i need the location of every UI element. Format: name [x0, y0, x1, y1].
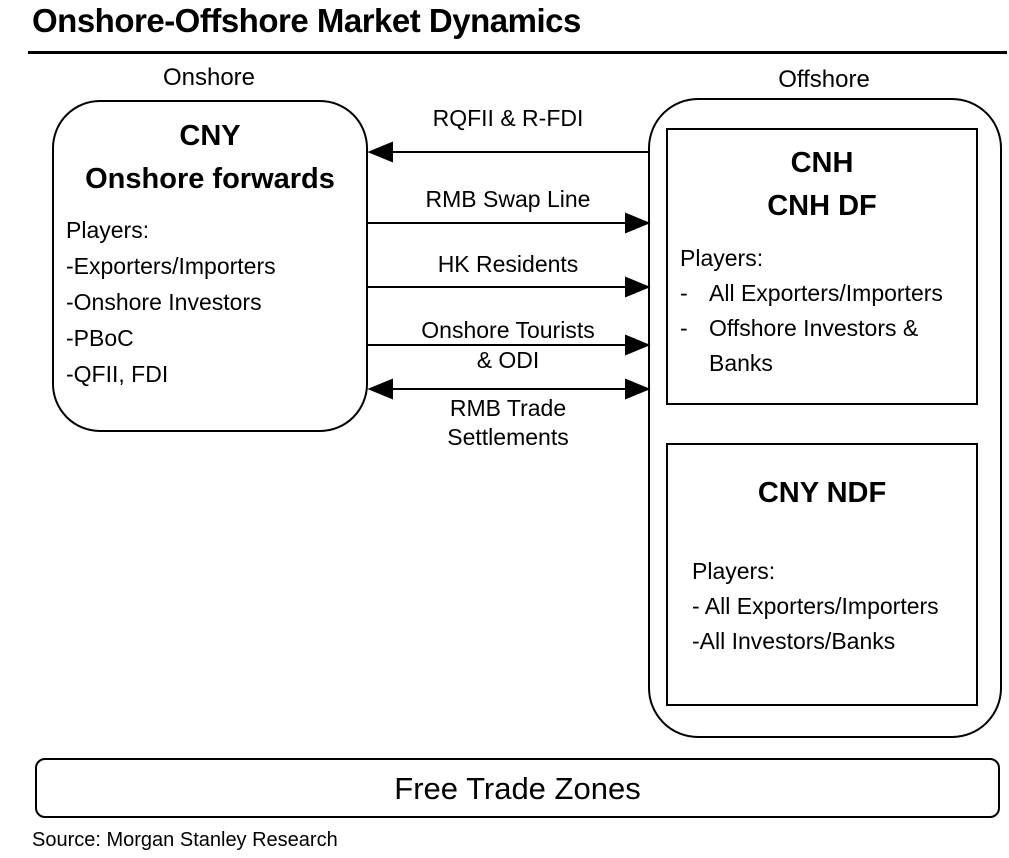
flow-label-rqfii-rfdi: RQFII & R-FDI: [432, 105, 584, 131]
offshore-region-label: Offshore: [778, 66, 870, 93]
list-item: -QFII, FDI: [66, 361, 169, 387]
source-note: Source: Morgan Stanley Research: [32, 829, 338, 851]
arrow-rqfii-rfdi: [367, 141, 648, 163]
arrow-hk-residents: [368, 276, 651, 298]
cnh-box-heading: CNH CNH DF: [668, 142, 976, 228]
flow-label-rmb-trade-settlements: RMB Trade Settlements: [363, 394, 653, 452]
cnh-players-list: Players: - All Exporters/Importers - Off…: [680, 241, 974, 381]
list-item: - All Exporters/Importers: [692, 593, 939, 619]
bullet-marker: -: [680, 315, 688, 341]
cny-heading-line1: CNY: [179, 120, 241, 152]
bullet-marker: -: [680, 280, 688, 306]
flow-label-odi: & ODI: [476, 347, 540, 373]
players-label: Players:: [66, 217, 150, 243]
ndf-players-list: Players: - All Exporters/Importers -All …: [692, 554, 974, 659]
players-label: Players:: [692, 558, 776, 584]
cny-ndf-box: CNY NDF Players: - All Exporters/Importe…: [666, 443, 978, 706]
flow-label-hk-residents: HK Residents: [437, 251, 579, 277]
list-item: -PBoC: [66, 325, 134, 351]
bullet-text: All Exporters/Importers: [709, 280, 943, 306]
list-item: - Offshore Investors & Banks: [680, 311, 974, 381]
onshore-region-label: Onshore: [162, 64, 256, 91]
bullet-text: Offshore Investors & Banks: [709, 315, 919, 376]
cnh-heading-line1: CNH: [790, 147, 854, 179]
cny-players-list: Players: -Exporters/Importers -Onshore I…: [66, 212, 360, 392]
list-item: - All Exporters/Importers: [680, 276, 974, 311]
cny-box-heading: CNY Onshore forwards: [54, 115, 366, 201]
title-underline: [28, 51, 1007, 54]
players-label: Players:: [680, 245, 764, 271]
list-item: -Onshore Investors: [66, 289, 262, 315]
arrow-rmb-swap-line: [368, 212, 651, 234]
ndf-box-heading: CNY NDF: [757, 477, 887, 509]
free-trade-zones-box: Free Trade Zones: [35, 758, 1000, 818]
cny-heading-line2: Onshore forwards: [85, 163, 335, 195]
flow-label-onshore-tourists: Onshore Tourists: [421, 317, 595, 343]
cnh-box: CNH CNH DF Players: - All Exporters/Impo…: [666, 128, 978, 405]
list-item: -Exporters/Importers: [66, 253, 276, 279]
cnh-heading-line2: CNH DF: [767, 190, 877, 222]
flow-label-rmb-swap-line: RMB Swap Line: [425, 186, 591, 212]
flow-label-rmb-trade: RMB Trade: [449, 395, 567, 421]
flow-label-settlements: Settlements: [447, 424, 569, 450]
list-item: -All Investors/Banks: [692, 628, 896, 654]
page-title: Onshore-Offshore Market Dynamics: [32, 2, 581, 39]
cny-onshore-box: CNY Onshore forwards Players: -Exporters…: [52, 100, 368, 432]
